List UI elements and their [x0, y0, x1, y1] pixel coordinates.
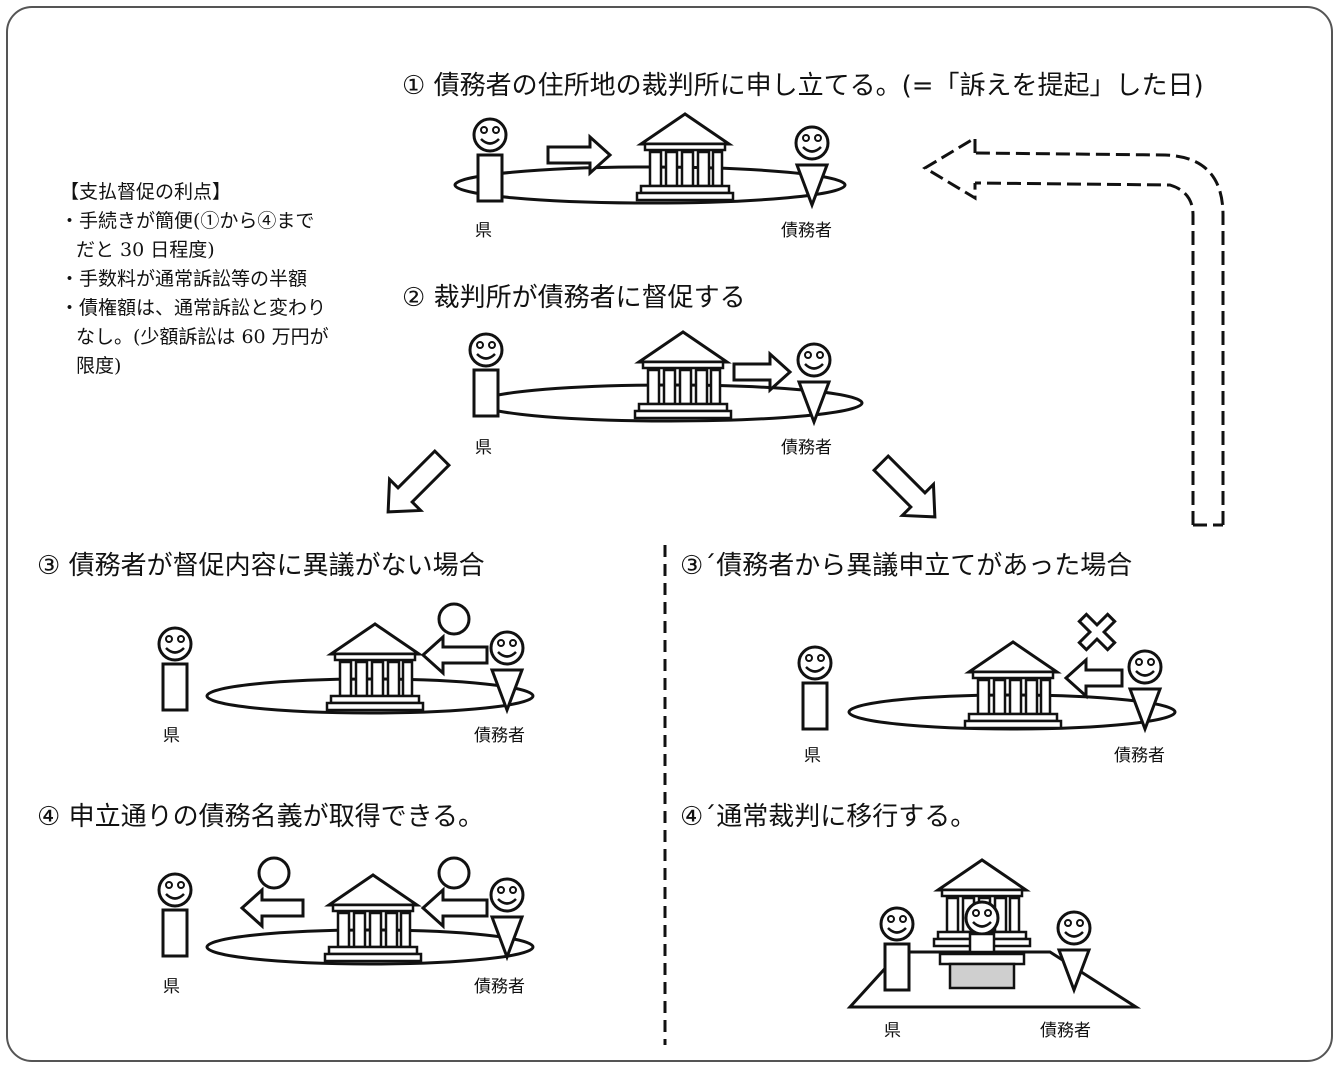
note-line: ・手数料が通常訴訟等の半額	[60, 268, 308, 290]
debtor-label: 債務者	[1040, 1021, 1091, 1041]
hollow-arrow-left	[239, 886, 305, 930]
debtor-label: 債務者	[474, 726, 525, 746]
step4-scene	[159, 856, 535, 966]
prefecture-label: 県	[475, 221, 492, 241]
prefecture-label: 県	[163, 726, 180, 746]
prefecture-label: 県	[804, 746, 821, 766]
step3-title: ③ 債務者が督促内容に異議がない場合	[37, 551, 485, 581]
note-line: なし。(少額訴訟は 60 万円が	[76, 326, 329, 348]
ok-circle-mark	[437, 602, 471, 636]
debtor-label: 債務者	[781, 438, 832, 458]
hollow-arrow-left	[420, 886, 489, 930]
hollow-arrow-left	[1063, 656, 1124, 700]
benefits-note: 【支払督促の利点】 ・手続きが簡便(①から④まで だと 30 日程度) ・手数料…	[60, 178, 329, 381]
prefecture-label: 県	[163, 977, 180, 997]
note-line: ・債権額は、通常訴訟と変わり	[60, 297, 327, 319]
dashed-return-arrow	[922, 135, 1225, 527]
debtor-label: 債務者	[1114, 746, 1165, 766]
step1-scene	[453, 112, 847, 205]
step4b-scene	[846, 858, 1142, 1009]
debtor-label: 債務者	[781, 221, 832, 241]
note-line: 限度)	[76, 355, 122, 377]
ok-circle-mark	[257, 856, 291, 890]
judge-bench	[938, 952, 1026, 966]
debtor-label: 債務者	[474, 977, 525, 997]
diagram-frame	[6, 6, 1333, 1062]
ok-circle-mark	[437, 856, 471, 890]
note-line: ・手続きが簡便(①から④まで	[60, 210, 315, 232]
step2-scene	[470, 330, 864, 422]
branch-arrows	[386, 448, 937, 519]
step4b-title: ④´通常裁判に移行する。	[680, 802, 977, 832]
step3b-scene	[799, 612, 1177, 731]
step3b-title: ③´債務者から異議申立てがあった場合	[680, 551, 1133, 581]
step2-title: ② 裁判所が債務者に督促する	[402, 283, 746, 313]
prefecture-label: 県	[884, 1021, 901, 1041]
prefecture-label: 県	[475, 438, 492, 458]
hollow-arrow-right	[546, 133, 613, 177]
hollow-arrow-right	[732, 350, 793, 394]
step4-title: ④ 申立通りの債務名義が取得できる。	[37, 802, 485, 832]
note-line: だと 30 日程度)	[76, 239, 215, 261]
note-heading: 【支払督促の利点】	[60, 181, 232, 203]
step1-title: ① 債務者の住所地の裁判所に申し立てる。(=「訴えを提起」した日)	[402, 71, 1204, 101]
ng-cross-mark	[1077, 612, 1117, 652]
step3-scene	[159, 602, 535, 715]
hollow-arrow-left	[420, 633, 489, 677]
